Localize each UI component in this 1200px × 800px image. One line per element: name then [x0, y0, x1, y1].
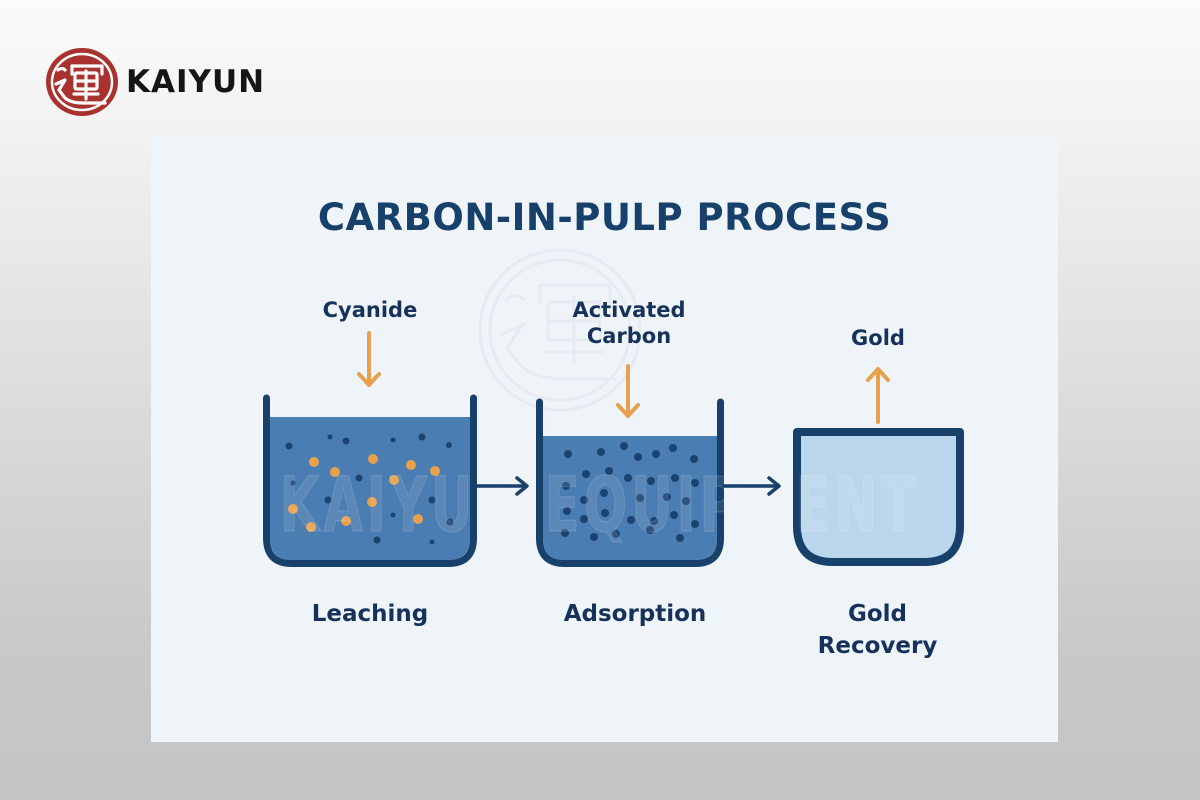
carbon-particle [605, 467, 613, 475]
gold-particle [330, 467, 340, 477]
carbon-particle [624, 474, 632, 482]
carbon-particle [690, 455, 698, 463]
carbon-particle [446, 518, 454, 526]
leaching-pulp [270, 417, 470, 560]
carbon-particle [671, 474, 679, 482]
carbon-particle [446, 442, 452, 448]
carbon-particle [612, 530, 620, 538]
gold-particle [406, 460, 416, 470]
carbon-particle [285, 442, 293, 450]
input-label-activated-carbon: Activated Carbon [549, 298, 709, 349]
carbon-particle [691, 479, 699, 487]
flow-arrow-adsorption-to-recovery [722, 476, 781, 496]
gold-particle [413, 514, 423, 524]
carbon-particle [620, 442, 628, 450]
carbon-particle [428, 496, 436, 504]
carbon-particle [342, 437, 350, 445]
arrow-down-icon [357, 331, 381, 387]
adsorption-tank [536, 398, 724, 567]
carbon-particle [627, 516, 635, 524]
gold-particle [368, 454, 378, 464]
carbon-particle [597, 448, 605, 456]
carbon-particle [580, 515, 588, 523]
arrow-up-icon [866, 367, 890, 424]
recovery-vessel [793, 428, 964, 566]
leaching-label: Leaching [311, 601, 429, 627]
brand-name: KAIYUN [126, 64, 266, 100]
input-label-cyanide: Cyanide [300, 298, 440, 324]
leaching-tank-wall [263, 394, 477, 567]
carbon-particle [390, 512, 396, 518]
adsorption-label: Adsorption [563, 601, 707, 627]
carbon-particle [676, 534, 684, 542]
carbon-particle [580, 496, 588, 504]
flow-arrow-leaching-to-adsorption [474, 476, 529, 496]
gold-label: Gold [851, 326, 905, 350]
carbon-particle [600, 489, 608, 497]
carbon-particle [634, 453, 642, 461]
watermark-text: KAIYUN EQUIPMENT [280, 460, 920, 549]
activated-carbon-line2: Carbon [586, 323, 672, 348]
carbon-particle [636, 494, 644, 502]
gold-recovery-line1: Gold [847, 601, 908, 627]
gold-particle [430, 466, 440, 476]
carbon-particle [327, 434, 333, 440]
stage-label-leaching: Leaching [290, 598, 450, 630]
carbon-particle [582, 470, 590, 478]
carbon-particle [562, 482, 570, 490]
carbon-particle [429, 539, 435, 545]
arrow-down-icon [616, 364, 640, 418]
carbon-particle [663, 493, 671, 501]
gold-particle [367, 497, 377, 507]
carbon-particle [563, 507, 571, 515]
brand-logo: KAIYUN [44, 44, 265, 120]
stage-label-adsorption: Adsorption [550, 598, 720, 630]
stage-label-gold-recovery: Gold Recovery [790, 598, 965, 662]
gold-recovery-line2: Recovery [817, 633, 938, 660]
cyanide-label: Cyanide [322, 298, 418, 322]
carbon-particle [669, 444, 677, 452]
kaiyun-seal-logo-icon [46, 48, 118, 116]
carbon-particle [601, 509, 609, 517]
adsorption-pulp [543, 436, 717, 560]
carbon-particle [290, 480, 296, 486]
carbon-particle [682, 497, 690, 505]
adsorption-tank-wall [536, 398, 724, 567]
carbon-particle [691, 520, 699, 528]
gold-particle [309, 457, 319, 467]
carbon-particle [652, 450, 660, 458]
seal-watermark [478, 248, 642, 412]
carbon-particle [646, 526, 654, 534]
activated-carbon-line1: Activated [572, 298, 686, 322]
carbon-particle [324, 496, 332, 504]
carbon-particle [650, 517, 658, 525]
carbon-particle [355, 474, 363, 482]
carbon-particle [390, 437, 396, 443]
output-label-gold: Gold [818, 326, 938, 352]
carbon-particle [670, 511, 678, 519]
diagram-title: CARBON-IN-PULP PROCESS [317, 196, 892, 239]
carbon-particle [590, 533, 598, 541]
gold-particle [306, 522, 316, 532]
carbon-particle [418, 433, 426, 441]
gold-particle [341, 516, 351, 526]
carbon-particle [373, 536, 381, 544]
gold-particle [288, 504, 298, 514]
carbon-particle [561, 529, 569, 537]
gold-particle [389, 475, 399, 485]
carbon-particle [564, 450, 572, 458]
carbon-particle [647, 477, 655, 485]
leaching-tank [263, 394, 477, 567]
